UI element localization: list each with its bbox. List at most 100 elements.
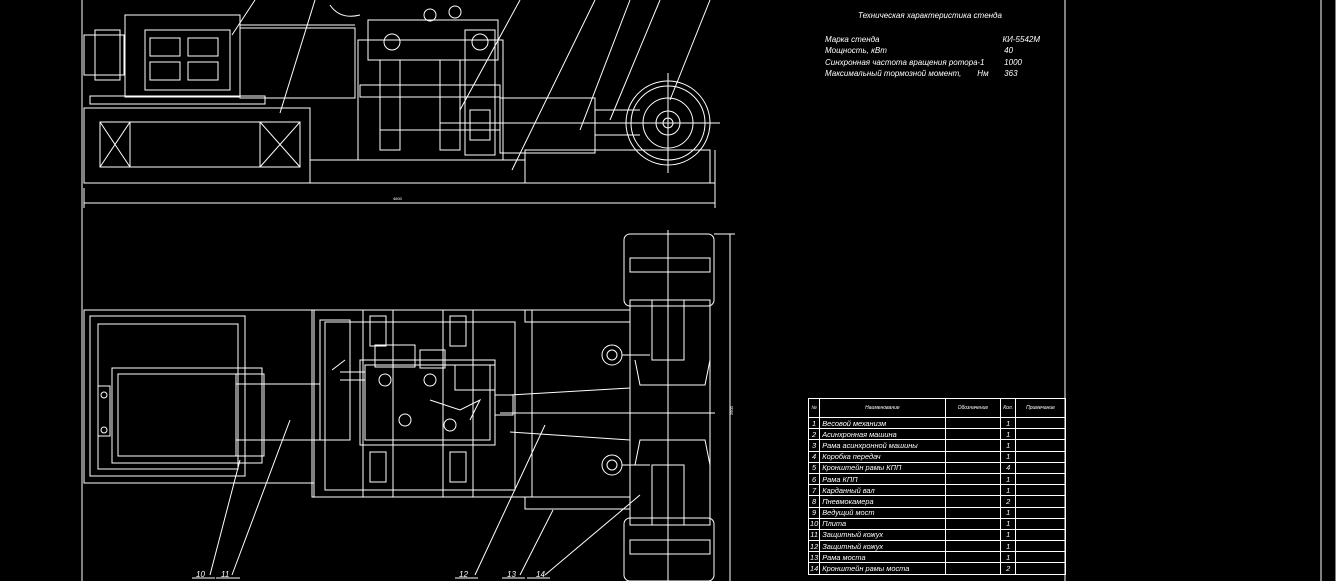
spec-row: Максимальный тормозной момент, Нм 363 [800, 68, 1040, 80]
item-number: 11 [807, 528, 821, 542]
spec-value: 40 [1004, 46, 1014, 55]
item-number: 6 [807, 472, 821, 486]
item-qty: 2 [1000, 562, 1017, 575]
callout-label: 10 [196, 570, 205, 579]
item-designation [944, 506, 1002, 519]
item-name: Рама КПП [819, 472, 946, 486]
item-name: Карданный вал [819, 484, 946, 497]
item-number: 7 [807, 484, 821, 497]
item-designation [944, 484, 1002, 497]
item-note [1015, 472, 1066, 486]
item-qty: 4 [1000, 461, 1017, 474]
item-designation [944, 461, 1002, 474]
overall-width-dimension: 2600 [729, 405, 734, 415]
item-number: 1 [807, 416, 821, 430]
spec-unit: -1 [977, 57, 985, 67]
item-name: Пневмокамера [819, 495, 946, 508]
item-name: Защитный кожух [819, 540, 946, 553]
item-designation [944, 472, 1002, 486]
item-note [1015, 439, 1066, 452]
item-name: Плита [819, 517, 946, 530]
item-name: Защитный кожух [819, 528, 946, 542]
spec-label: Синхронная частота вращения ротора, мин [825, 57, 978, 67]
overall-length-dimension: 4600 [393, 196, 403, 201]
parts-list-header: № Наименование Обозначение Кол. Примечан… [807, 398, 1066, 418]
item-note [1015, 428, 1066, 441]
col-designation: Обозначение [944, 398, 1002, 418]
item-note [1015, 540, 1066, 553]
callout-label: 12 [459, 570, 468, 579]
spec-row: Синхронная частота вращения ротора, мин … [800, 57, 1040, 69]
item-designation [944, 540, 1002, 553]
item-name: Рама асинхронной машины [819, 439, 946, 452]
item-number: 13 [807, 551, 821, 564]
item-qty: 1 [1000, 551, 1017, 564]
item-designation [944, 495, 1002, 508]
item-note [1015, 450, 1066, 463]
spec-value: 1000 [1004, 57, 1022, 67]
callout-label: 13 [507, 570, 516, 579]
item-designation [944, 450, 1002, 463]
spec-value: 363 [1004, 69, 1018, 78]
item-name: Асинхронная машина [819, 428, 946, 441]
spec-unit [976, 34, 1003, 46]
item-number: 3 [807, 439, 821, 452]
item-name: Коробка передач [819, 450, 946, 463]
item-qty: 1 [1000, 484, 1017, 497]
plan-view: 2600 10 11 12 13 14 [83, 230, 735, 581]
item-note [1015, 461, 1066, 474]
col-number: № [807, 398, 821, 418]
side-view: 4600 [83, 0, 720, 208]
spec-label: Марка стенда [825, 34, 880, 44]
item-number: 5 [807, 461, 821, 474]
col-name: Наименование [819, 398, 946, 418]
specs-title: Техническая характеристика стенда [858, 11, 1002, 20]
item-qty: 1 [1000, 517, 1017, 530]
item-note [1015, 551, 1066, 564]
item-note [1015, 484, 1066, 497]
item-designation [944, 416, 1002, 430]
item-name: Весовой механизм [819, 416, 946, 430]
item-number: 2 [807, 428, 821, 441]
item-qty: 1 [1000, 428, 1017, 441]
item-note [1015, 506, 1066, 519]
item-qty: 1 [1000, 506, 1017, 519]
technical-specs: Техническая характеристика стенда Марка … [800, 8, 1040, 80]
spec-unit: Нм [977, 69, 989, 78]
item-qty: 1 [1000, 416, 1017, 430]
item-name: Ведущий мост [819, 506, 946, 519]
item-name: Рама моста [819, 551, 946, 564]
spec-label: Максимальный тормозной момент, [825, 69, 962, 78]
item-qty: 1 [1000, 472, 1017, 486]
item-note [1015, 562, 1066, 575]
spec-label: Мощность, кВт [825, 46, 887, 55]
item-designation [944, 562, 1002, 575]
item-designation [944, 517, 1002, 530]
item-note [1015, 416, 1066, 430]
item-name: Кронштейн рамы КПП [819, 461, 946, 474]
item-qty: 2 [1000, 495, 1017, 508]
spec-row: Мощность, кВт 40 [800, 45, 1040, 57]
item-designation [944, 528, 1002, 542]
item-note [1015, 528, 1066, 542]
item-qty: 1 [1000, 450, 1017, 463]
item-designation [944, 551, 1002, 564]
parts-list: № Наименование Обозначение Кол. Примечан… [807, 398, 1066, 575]
item-number: 4 [807, 450, 821, 463]
item-number: 12 [807, 540, 821, 553]
item-qty: 1 [1000, 528, 1017, 542]
item-number: 10 [807, 517, 821, 530]
spec-row: Марка стенда КИ-5542М [800, 34, 1040, 46]
